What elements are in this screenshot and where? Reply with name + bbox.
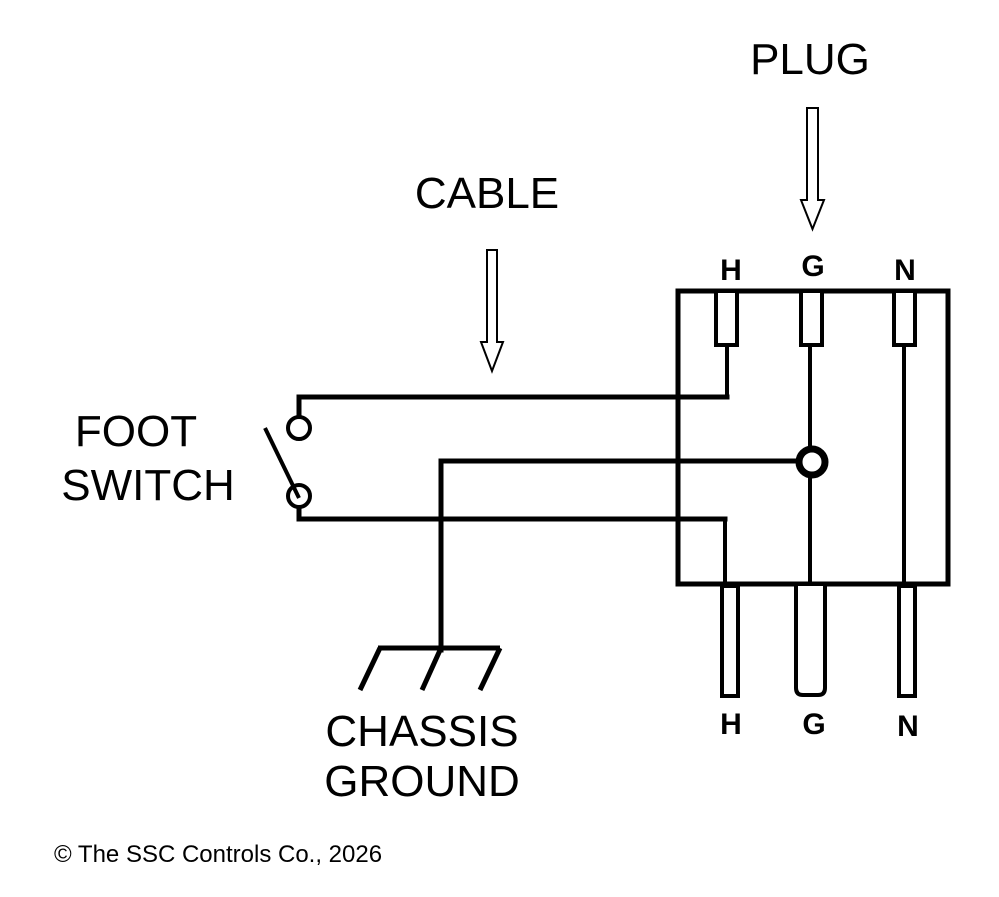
cable-arrow-icon [479,249,505,374]
foot-switch-label-line1: FOOT [75,407,197,456]
switch-lever [263,427,301,499]
socket-g [799,289,824,347]
pin-label-bottom-g: G [802,708,825,741]
pin-label-bottom-h: H [720,708,742,741]
ground-junction-node [795,445,829,479]
cable-label: CABLE [415,169,559,218]
plug-label: PLUG [750,35,870,84]
pin-label-bottom-n: N [897,710,919,743]
socket-n [892,289,917,347]
wire-switch-bottom-to-h-outlet [296,502,728,522]
prong-g [794,586,827,697]
wire-ground-to-g [438,458,813,653]
pin-label-top-h: H [720,254,742,287]
chassis-ground-icon [357,645,503,692]
foot-switch-label-line2: SWITCH [61,461,235,510]
socket-h [714,289,739,347]
pin-label-top-n: N [894,254,916,287]
chassis-ground-label-line1: CHASSIS [325,707,518,756]
switch-terminal-top [286,415,312,441]
foot-switch-icon [263,415,312,509]
prong-n [897,584,917,698]
chassis-ground-label-line2: GROUND [324,757,520,806]
prong-h [720,584,740,698]
copyright-text: © The SSC Controls Co., 2026 [54,841,382,868]
pin-label-top-g: G [801,250,824,283]
plug-arrow-icon [799,107,826,232]
wire-switch-top-to-h [296,394,730,418]
